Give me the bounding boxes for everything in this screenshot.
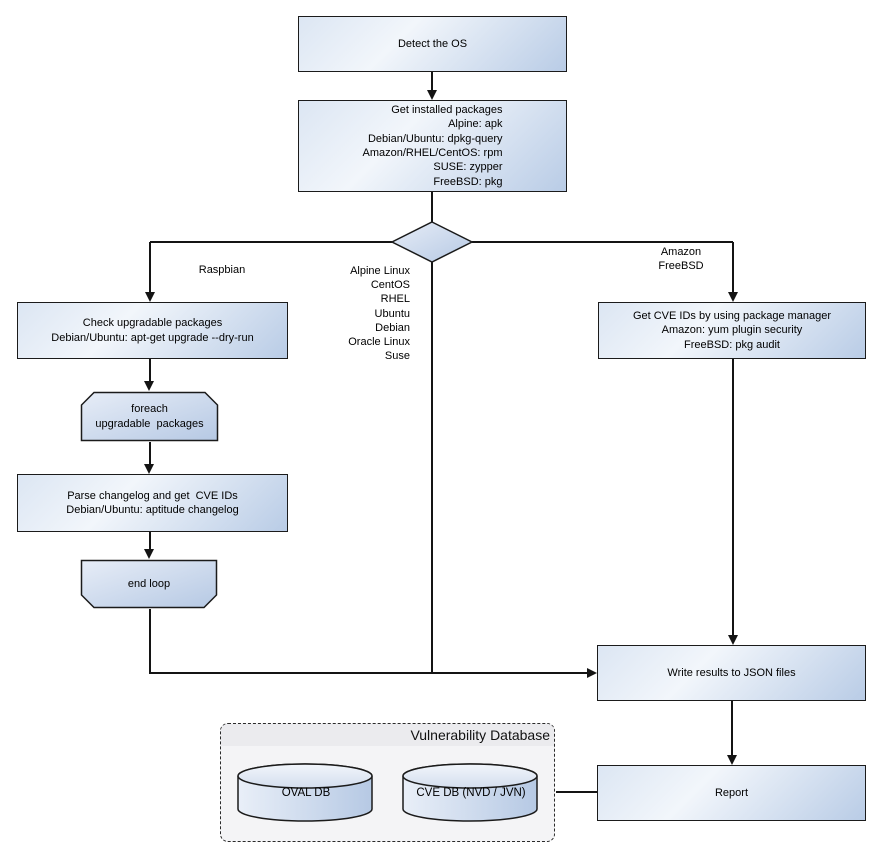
decision-diamond [390,221,474,263]
node-parse-changelog-label: Parse changelog and get CVE IDs Debian/U… [66,489,239,516]
node-end-loop-label: end loop [127,577,171,590]
connector-foreach-to-parse [149,442,151,466]
loop-end-shape [80,559,218,609]
vulnerability-database-title: Vulnerability Database [410,727,550,743]
node-check-upgradable-label: Check upgradable packages Debian/Ubuntu:… [51,317,254,344]
connector-write-to-report [731,701,733,757]
node-foreach: foreach upgradable packages [80,391,219,442]
branch-label-raspbian: Raspbian [198,264,246,276]
vulnerability-database-titlebar [221,724,554,746]
cve-db-cylinder [402,763,538,822]
node-get-installed-packages: Get installed packages Alpine: apk Debia… [298,100,567,192]
node-report: Report [597,765,866,821]
connector-merge-to-write [149,672,589,674]
oval-db-label: OVAL DB [281,787,331,799]
connector-right-down [732,242,734,293]
arrowhead-into-getcve [728,292,738,302]
arrowhead-into-foreach [144,381,154,391]
connector-check-to-foreach [149,359,151,383]
node-write-results: Write results to JSON files [597,645,866,701]
node-get-installed-packages-label: Get installed packages Alpine: apk Debia… [362,103,503,188]
connector-packages-to-diamond [431,192,433,222]
node-end-loop: end loop [80,559,218,609]
arrowhead-into-write-left [587,668,597,678]
connector-diamond-bottom-down [431,262,433,674]
connector-parse-to-endloop [149,532,151,551]
connector-left-down [149,242,151,293]
node-get-cve-ids-label: Get CVE IDs by using package manager Ama… [632,309,832,351]
node-report-label: Report [714,786,749,799]
oval-db-cylinder [237,763,373,822]
loop-start-shape [80,391,219,442]
arrowhead-into-endloop [144,549,154,559]
node-detect-os: Detect the OS [298,16,567,72]
node-check-upgradable: Check upgradable packages Debian/Ubuntu:… [17,302,288,359]
node-parse-changelog: Parse changelog and get CVE IDs Debian/U… [17,474,288,532]
cve-db-label: CVE DB (NVD / JVN) [416,787,526,799]
branch-label-amazon-freebsd: Amazon FreeBSD [658,246,704,272]
arrowhead-into-packages [427,90,437,100]
connector-cvedb-to-report [556,791,597,793]
connector-diamond-left [150,241,392,243]
node-detect-os-label: Detect the OS [397,37,468,50]
node-foreach-label: foreach upgradable packages [95,403,204,430]
arrowhead-into-parse [144,464,154,474]
connector-cve-to-write [732,359,734,637]
connector-detect-to-packages [431,72,433,92]
branch-label-os-list: Alpine Linux CentOS RHEL Ubuntu Debian O… [348,265,410,363]
connector-diamond-right [472,241,733,243]
arrowhead-into-write-top [728,635,738,645]
arrowhead-into-report [727,755,737,765]
connector-endloop-down [149,609,151,674]
arrowhead-into-check [145,292,155,302]
node-write-results-label: Write results to JSON files [667,666,796,679]
node-get-cve-ids: Get CVE IDs by using package manager Ama… [598,302,866,359]
